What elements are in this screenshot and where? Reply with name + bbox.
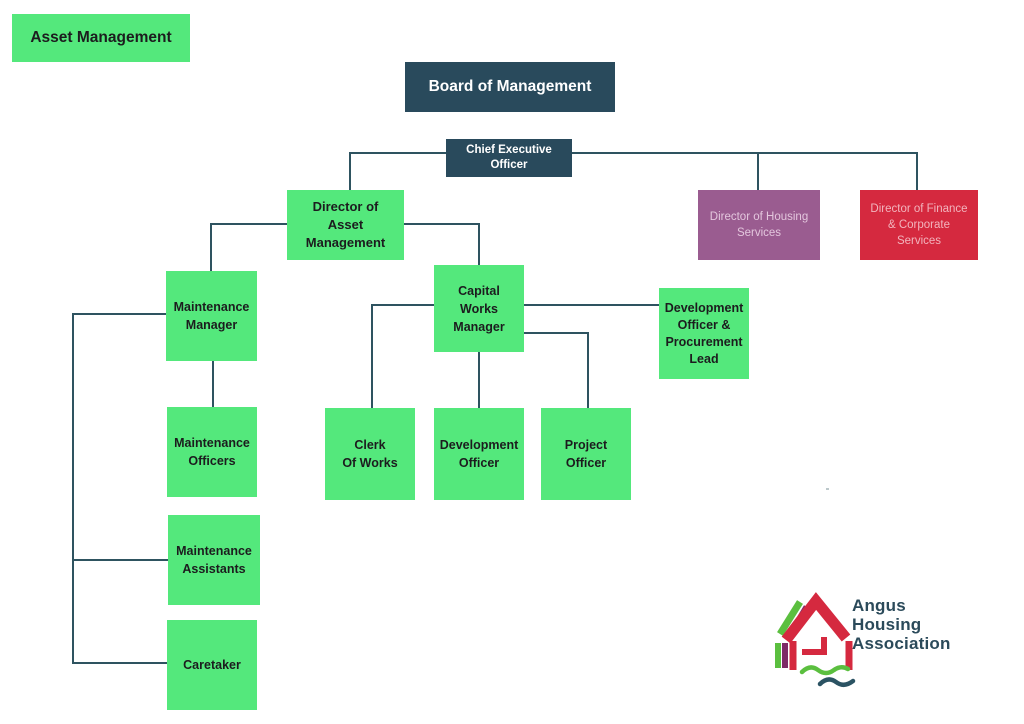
node-clerk-of-works: Clerk Of Works <box>325 408 415 500</box>
connector-ceo-left-h <box>349 152 446 154</box>
wave-icon-green <box>799 665 851 676</box>
connector-director-asset-left-h <box>210 223 287 225</box>
logo-wordmark: Angus Housing Association <box>852 596 951 653</box>
angus-housing-association-logo: Angus Housing Association <box>756 588 996 700</box>
node-project-officer: Project Officer <box>541 408 631 500</box>
node-capital-works-manager: Capital Works Manager <box>434 265 524 352</box>
node-director-of-finance-corporate-services: Director of Finance & Corporate Services <box>860 190 978 260</box>
connector-to-project-officer-v <box>587 332 589 408</box>
house-icon <box>775 592 856 687</box>
node-director-of-asset-management: Director of Asset Management <box>287 190 404 260</box>
stray-mark <box>826 488 829 490</box>
connector-to-caretaker-h <box>72 662 167 664</box>
node-board-of-management: Board of Management <box>405 62 615 112</box>
connector-to-maintenance-assistants-h <box>72 559 168 561</box>
node-development-officer: Development Officer <box>434 408 524 500</box>
connector-to-director-housing-v <box>757 152 759 190</box>
connector-to-maintenance-manager-v <box>210 223 212 271</box>
connector-left-trunk-v <box>72 313 74 664</box>
connector-to-maintenance-officers-v <box>212 361 214 407</box>
connector-director-asset-right-h <box>404 223 480 225</box>
chart-title-asset-management: Asset Management <box>12 14 190 62</box>
connector-to-clerk-of-works-v <box>371 304 373 408</box>
connector-capital-works-left-h <box>371 304 434 306</box>
node-development-officer-procurement-lead: Development Officer & Procurement Lead <box>659 288 749 379</box>
node-director-of-housing-services: Director of Housing Services <box>698 190 820 260</box>
node-caretaker: Caretaker <box>167 620 257 710</box>
connector-ceo-to-director-asset-v <box>349 152 351 190</box>
node-maintenance-manager: Maintenance Manager <box>166 271 257 361</box>
node-maintenance-officers: Maintenance Officers <box>167 407 257 497</box>
connector-capital-works-right-h <box>524 332 589 334</box>
connector-to-director-finance-v <box>916 152 918 190</box>
node-maintenance-assistants: Maintenance Assistants <box>168 515 260 605</box>
connector-to-development-officer-v <box>478 351 480 408</box>
node-chief-executive-officer: Chief Executive Officer <box>446 139 572 177</box>
connector-to-capital-works-v <box>478 223 480 265</box>
connector-capital-works-to-dev-procurement-h <box>524 304 659 306</box>
wave-icon-teal <box>817 677 856 687</box>
connector-maintenance-manager-left-h <box>72 313 166 315</box>
connector-ceo-right-h <box>572 152 918 154</box>
